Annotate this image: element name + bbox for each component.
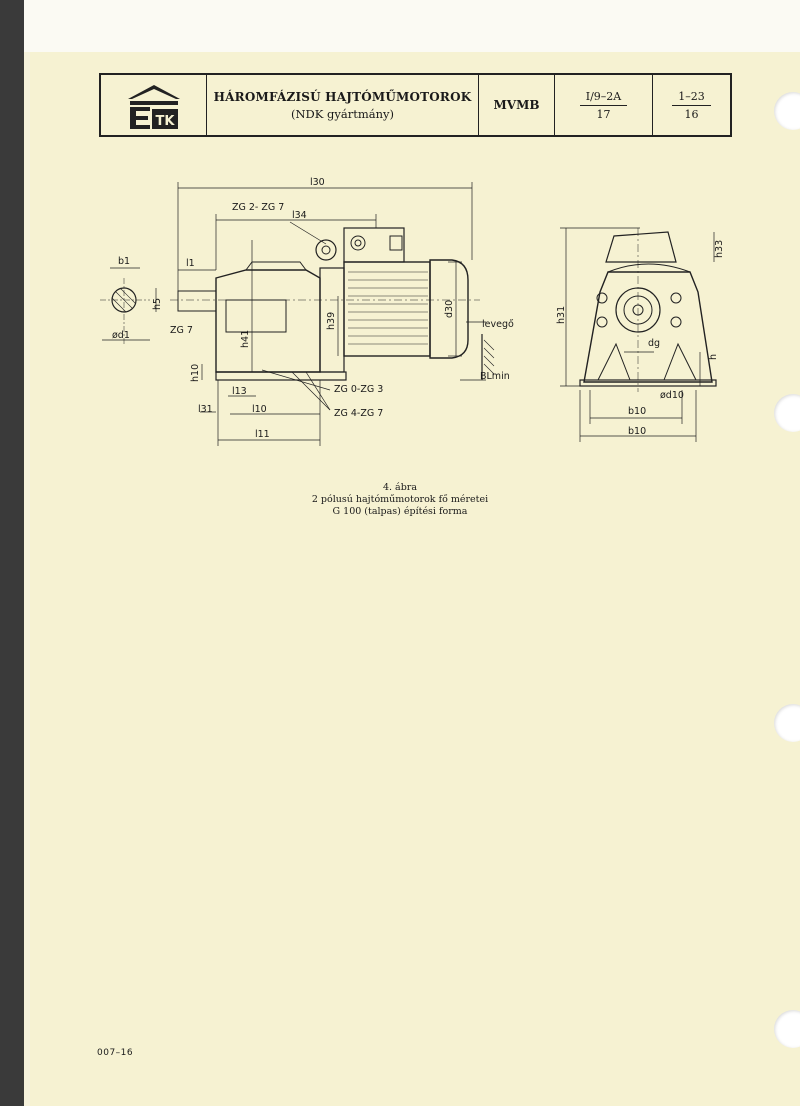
paper-sheet — [30, 52, 800, 1106]
document-header: TK HÁROMFÁZISÚ HAJTÓMŰMOTOROK (NDK gyárt… — [99, 73, 732, 137]
figure-number: 4. ábra — [382, 482, 418, 493]
label-d30: d30 — [444, 300, 455, 318]
company-logo-icon: TK — [127, 85, 180, 129]
label-levego: levegő — [482, 319, 514, 330]
label-h10: h10 — [190, 364, 201, 382]
label-l1: l1 — [186, 258, 195, 269]
punch-hole — [774, 1010, 800, 1048]
figure-form: G 100 (talpas) építési forma — [332, 506, 468, 517]
label-d1: ød1 — [112, 330, 130, 341]
label-l30: l30 — [310, 177, 325, 188]
label-zg0-zg3: ZG 0-ZG 3 — [334, 384, 383, 395]
shaft-section-view — [100, 278, 150, 344]
label-l34: l34 — [292, 210, 307, 221]
front-dimension-lines — [560, 227, 715, 442]
label-dg: dg — [648, 338, 660, 349]
label-h33: h33 — [714, 240, 725, 258]
scan-edge — [0, 0, 24, 1106]
label-bl-min: BLmin — [480, 371, 510, 382]
label-b10-outer: b10 — [628, 426, 646, 437]
label-h41: h41 — [240, 330, 251, 348]
label-l13: l13 — [232, 386, 247, 397]
label-zg2-zg7: ZG 2- ZG 7 — [232, 202, 284, 213]
reference-bottom: 17 — [596, 107, 611, 121]
label-h39: h39 — [326, 312, 337, 330]
product-code-cell: MVMB — [479, 75, 555, 135]
scan-top-strip — [24, 0, 800, 52]
document-subtitle: (NDK gyártmány) — [290, 106, 394, 121]
label-h: h — [708, 354, 719, 360]
label-zg7: ZG 7 — [170, 325, 193, 336]
product-code: MVMB — [493, 98, 540, 112]
svg-text:TK: TK — [155, 114, 175, 129]
dimension-lines — [102, 182, 495, 446]
label-l10: l10 — [252, 404, 267, 415]
label-b10-inner: b10 — [628, 406, 646, 417]
label-l11: l11 — [255, 429, 270, 440]
label-zg4-zg7: ZG 4-ZG 7 — [334, 408, 383, 419]
motor-side-view — [170, 227, 480, 381]
technical-drawing: l30 ZG 2- ZG 7 l34 b1 l1 h5 ZG 7 ød1 h41… — [100, 177, 725, 446]
punch-hole — [774, 704, 800, 742]
label-b1: b1 — [118, 256, 130, 267]
figure-caption: 4. ábra 2 pólusú hajtóműmotorok fő méret… — [260, 482, 540, 518]
document-title: HÁROMFÁZISÚ HAJTÓMŰMOTOROK — [213, 89, 472, 104]
punch-hole — [774, 394, 800, 432]
label-l31: l31 — [198, 404, 213, 415]
figure-description: 2 pólusú hajtóműmotorok fő méretei — [311, 494, 489, 505]
company-logo-cell: TK — [101, 75, 207, 135]
motor-front-view — [579, 228, 717, 392]
reference-top: I/9–2A — [579, 90, 628, 106]
title-cell: HÁROMFÁZISÚ HAJTÓMŰMOTOROK (NDK gyártmán… — [207, 75, 479, 135]
label-d10: ød10 — [660, 390, 684, 401]
punch-hole — [774, 92, 800, 130]
footer-code: 007–16 — [97, 1048, 134, 1058]
label-h31: h31 — [556, 306, 567, 324]
reference-cell: I/9–2A 17 — [555, 75, 653, 135]
page-number-top: 1–23 — [672, 90, 711, 106]
page-number-cell: 1–23 16 — [653, 75, 730, 135]
label-h5: h5 — [152, 298, 163, 310]
page-number-bottom: 16 — [684, 107, 699, 121]
